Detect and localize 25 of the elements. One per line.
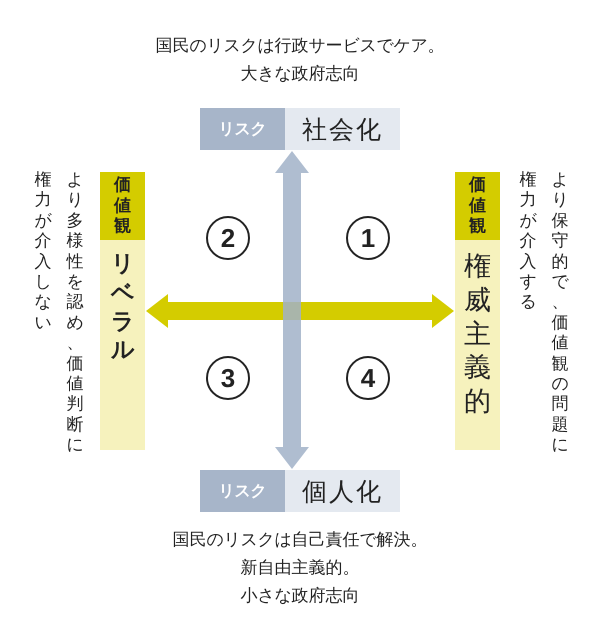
note-text: より保守的で、価値観の問題に権力が介入する [518,170,570,456]
note-text: 小さな政府志向 [240,585,360,608]
number-circle: 1 [346,216,390,260]
number-circle: 3 [206,356,250,400]
axis-title: 権威主義的 [455,240,500,450]
note-text: 新自由主義的。 [240,557,360,580]
note-text: 国民のリスクは行政サービスでケア。 [154,35,446,58]
axis-label-band [100,172,145,450]
note-text: 大きな政府志向 [240,63,360,86]
tag-label: リスク [200,470,285,512]
axis-title: リベラル [100,240,145,450]
number-circle: 4 [346,356,390,400]
double-arrow [275,151,309,469]
note-text: より多様性を認め、価値判断に権力が介入しない [34,170,84,456]
double-arrow [146,294,454,328]
tag-label: 価値観 [100,172,145,240]
axis-label-band [455,172,500,450]
axis-label-band [200,108,400,150]
note-text: 国民のリスクは自己責任で解決。 [172,529,428,552]
axis-title: 社会化 [285,108,400,150]
number-circle: 2 [206,216,250,260]
tag-label: 価値観 [455,172,500,240]
tag-label: リスク [200,108,285,150]
axis-label-band [200,470,400,512]
axis-title: 個人化 [285,470,400,512]
